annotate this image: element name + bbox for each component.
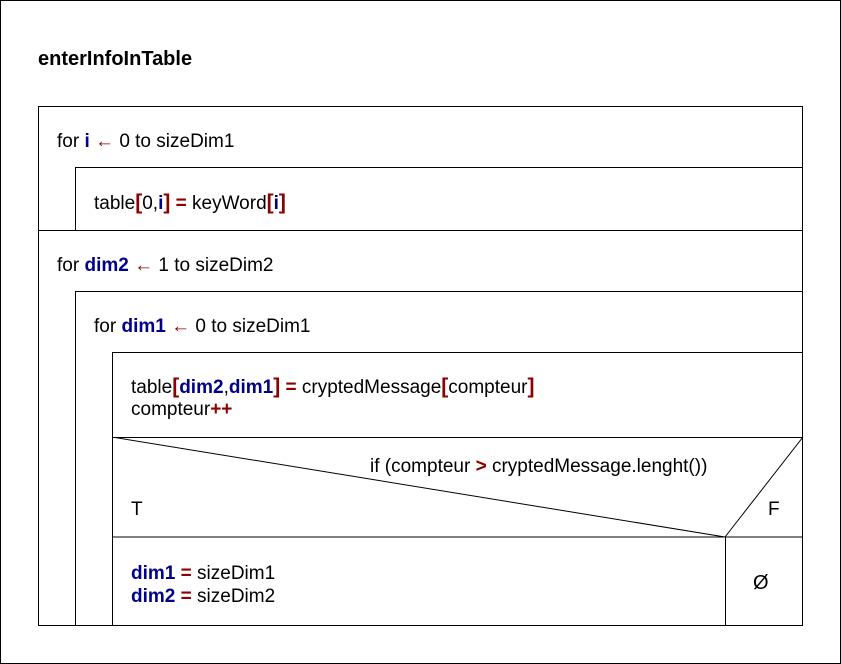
condition-diagonal-right xyxy=(724,437,804,538)
branch-divider xyxy=(725,537,726,626)
statement-table-keyword: table[0,i] = keyWord[i] xyxy=(94,191,286,214)
loop-var: dim1 xyxy=(121,316,166,337)
diagram-title: enterInfoInTable xyxy=(38,48,193,70)
condition-text: if (compteur > cryptedMessage.lenght()) xyxy=(370,456,708,477)
branch-true-line2: dim2 = sizeDim2 xyxy=(131,586,276,607)
loop-dim1-header: for dim1 ← 0 to sizeDim1 xyxy=(94,316,311,337)
condition-block xyxy=(112,437,803,626)
loop-var: i xyxy=(84,131,90,152)
assign-arrow: ← xyxy=(95,131,115,152)
statement-table-cryptedmessage: table[dim2,dim1] = cryptedMessage[compte… xyxy=(131,375,535,398)
statement-compteur-increment: compteur++ xyxy=(131,399,233,420)
false-label: F xyxy=(768,499,780,520)
loop-dim2-header: for dim2 ← 1 to sizeDim2 xyxy=(57,255,274,276)
empty-set-symbol: Ø xyxy=(753,572,769,594)
loop-i-header: for i ← 0 to sizeDim1 xyxy=(57,131,235,152)
assign-arrow: ← xyxy=(171,316,191,337)
branch-true-line1: dim1 = sizeDim1 xyxy=(131,563,276,584)
assign-arrow: ← xyxy=(134,255,154,276)
statement-block xyxy=(112,352,803,440)
true-label: T xyxy=(131,499,143,520)
loop-var: dim2 xyxy=(84,255,129,276)
loop-i-body xyxy=(75,167,803,231)
condition-diagonal-left xyxy=(112,437,726,538)
condition-triangle xyxy=(112,437,804,538)
